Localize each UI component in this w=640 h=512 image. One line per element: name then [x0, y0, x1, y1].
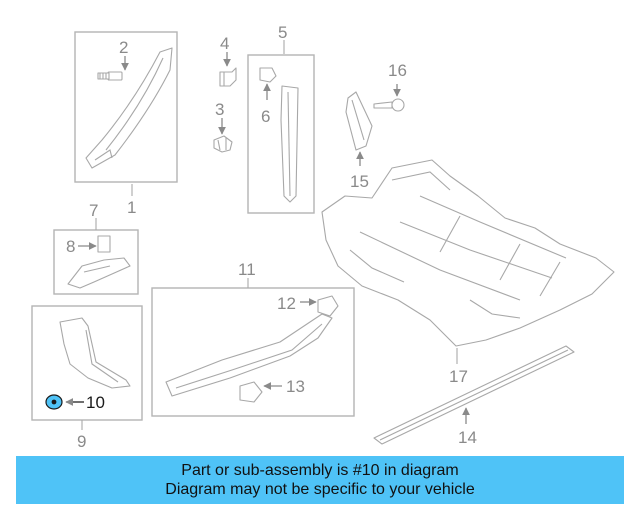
callout-9: 9 — [77, 432, 86, 451]
clip-part-8 — [97, 235, 111, 253]
callout-6: 6 — [261, 107, 270, 126]
callout-10: 10 — [86, 393, 105, 412]
callout-1: 1 — [127, 198, 136, 217]
callout-12: 12 — [277, 294, 296, 313]
callout-15: 15 — [350, 172, 369, 191]
group-7-bracket: 8 7 — [53, 201, 139, 295]
group-9-kick-panel: 10 9 — [31, 305, 143, 451]
sill-trim — [165, 313, 333, 397]
clip-part-12 — [317, 295, 339, 317]
screw-part-2 — [97, 71, 123, 81]
group-11-sill-trim: 12 13 11 — [151, 260, 355, 417]
group-1-a-pillar-trim: 2 1 — [74, 31, 178, 217]
callout-17: 17 — [449, 367, 468, 386]
kick-panel-trim — [59, 317, 131, 389]
clip-part-4: 4 — [219, 34, 237, 87]
scuff-strip-part-14: 14 — [373, 345, 575, 447]
info-banner: Part or sub-assembly is #10 in diagram D… — [16, 456, 624, 504]
banner-line-2: Diagram may not be specific to your vehi… — [165, 481, 475, 498]
callout-11: 11 — [238, 260, 256, 279]
callout-16: 16 — [388, 61, 407, 80]
callout-4: 4 — [220, 34, 229, 53]
group-11-box — [151, 287, 355, 417]
group-5-b-pillar-trim: 6 5 — [247, 23, 315, 214]
callout-13: 13 — [286, 377, 305, 396]
floor-carpet-part-17: 17 — [321, 159, 615, 386]
callout-7: 7 — [89, 201, 98, 220]
b-pillar-clip — [259, 67, 277, 83]
parts-diagram: 2 1 4 3 6 5 15 16 — [31, 23, 615, 451]
a-pillar-garnish — [85, 47, 173, 169]
banner-line-1: Part or sub-assembly is #10 in diagram — [181, 462, 459, 479]
group-5-box — [247, 54, 315, 214]
screw-part-16: 16 — [373, 61, 407, 112]
clip-part-13 — [239, 381, 263, 403]
group-1-box — [74, 31, 178, 183]
clip-part-3: 3 — [213, 100, 233, 153]
callout-8: 8 — [66, 237, 75, 256]
bracket-part — [67, 257, 131, 289]
group-9-box — [31, 305, 143, 421]
callout-14: 14 — [458, 428, 477, 447]
callout-3: 3 — [215, 100, 224, 119]
pillar-cover-part-15: 15 — [345, 91, 373, 191]
callout-2: 2 — [119, 38, 128, 57]
callout-5: 5 — [278, 23, 287, 42]
clip-part-10-highlighted — [45, 394, 63, 410]
